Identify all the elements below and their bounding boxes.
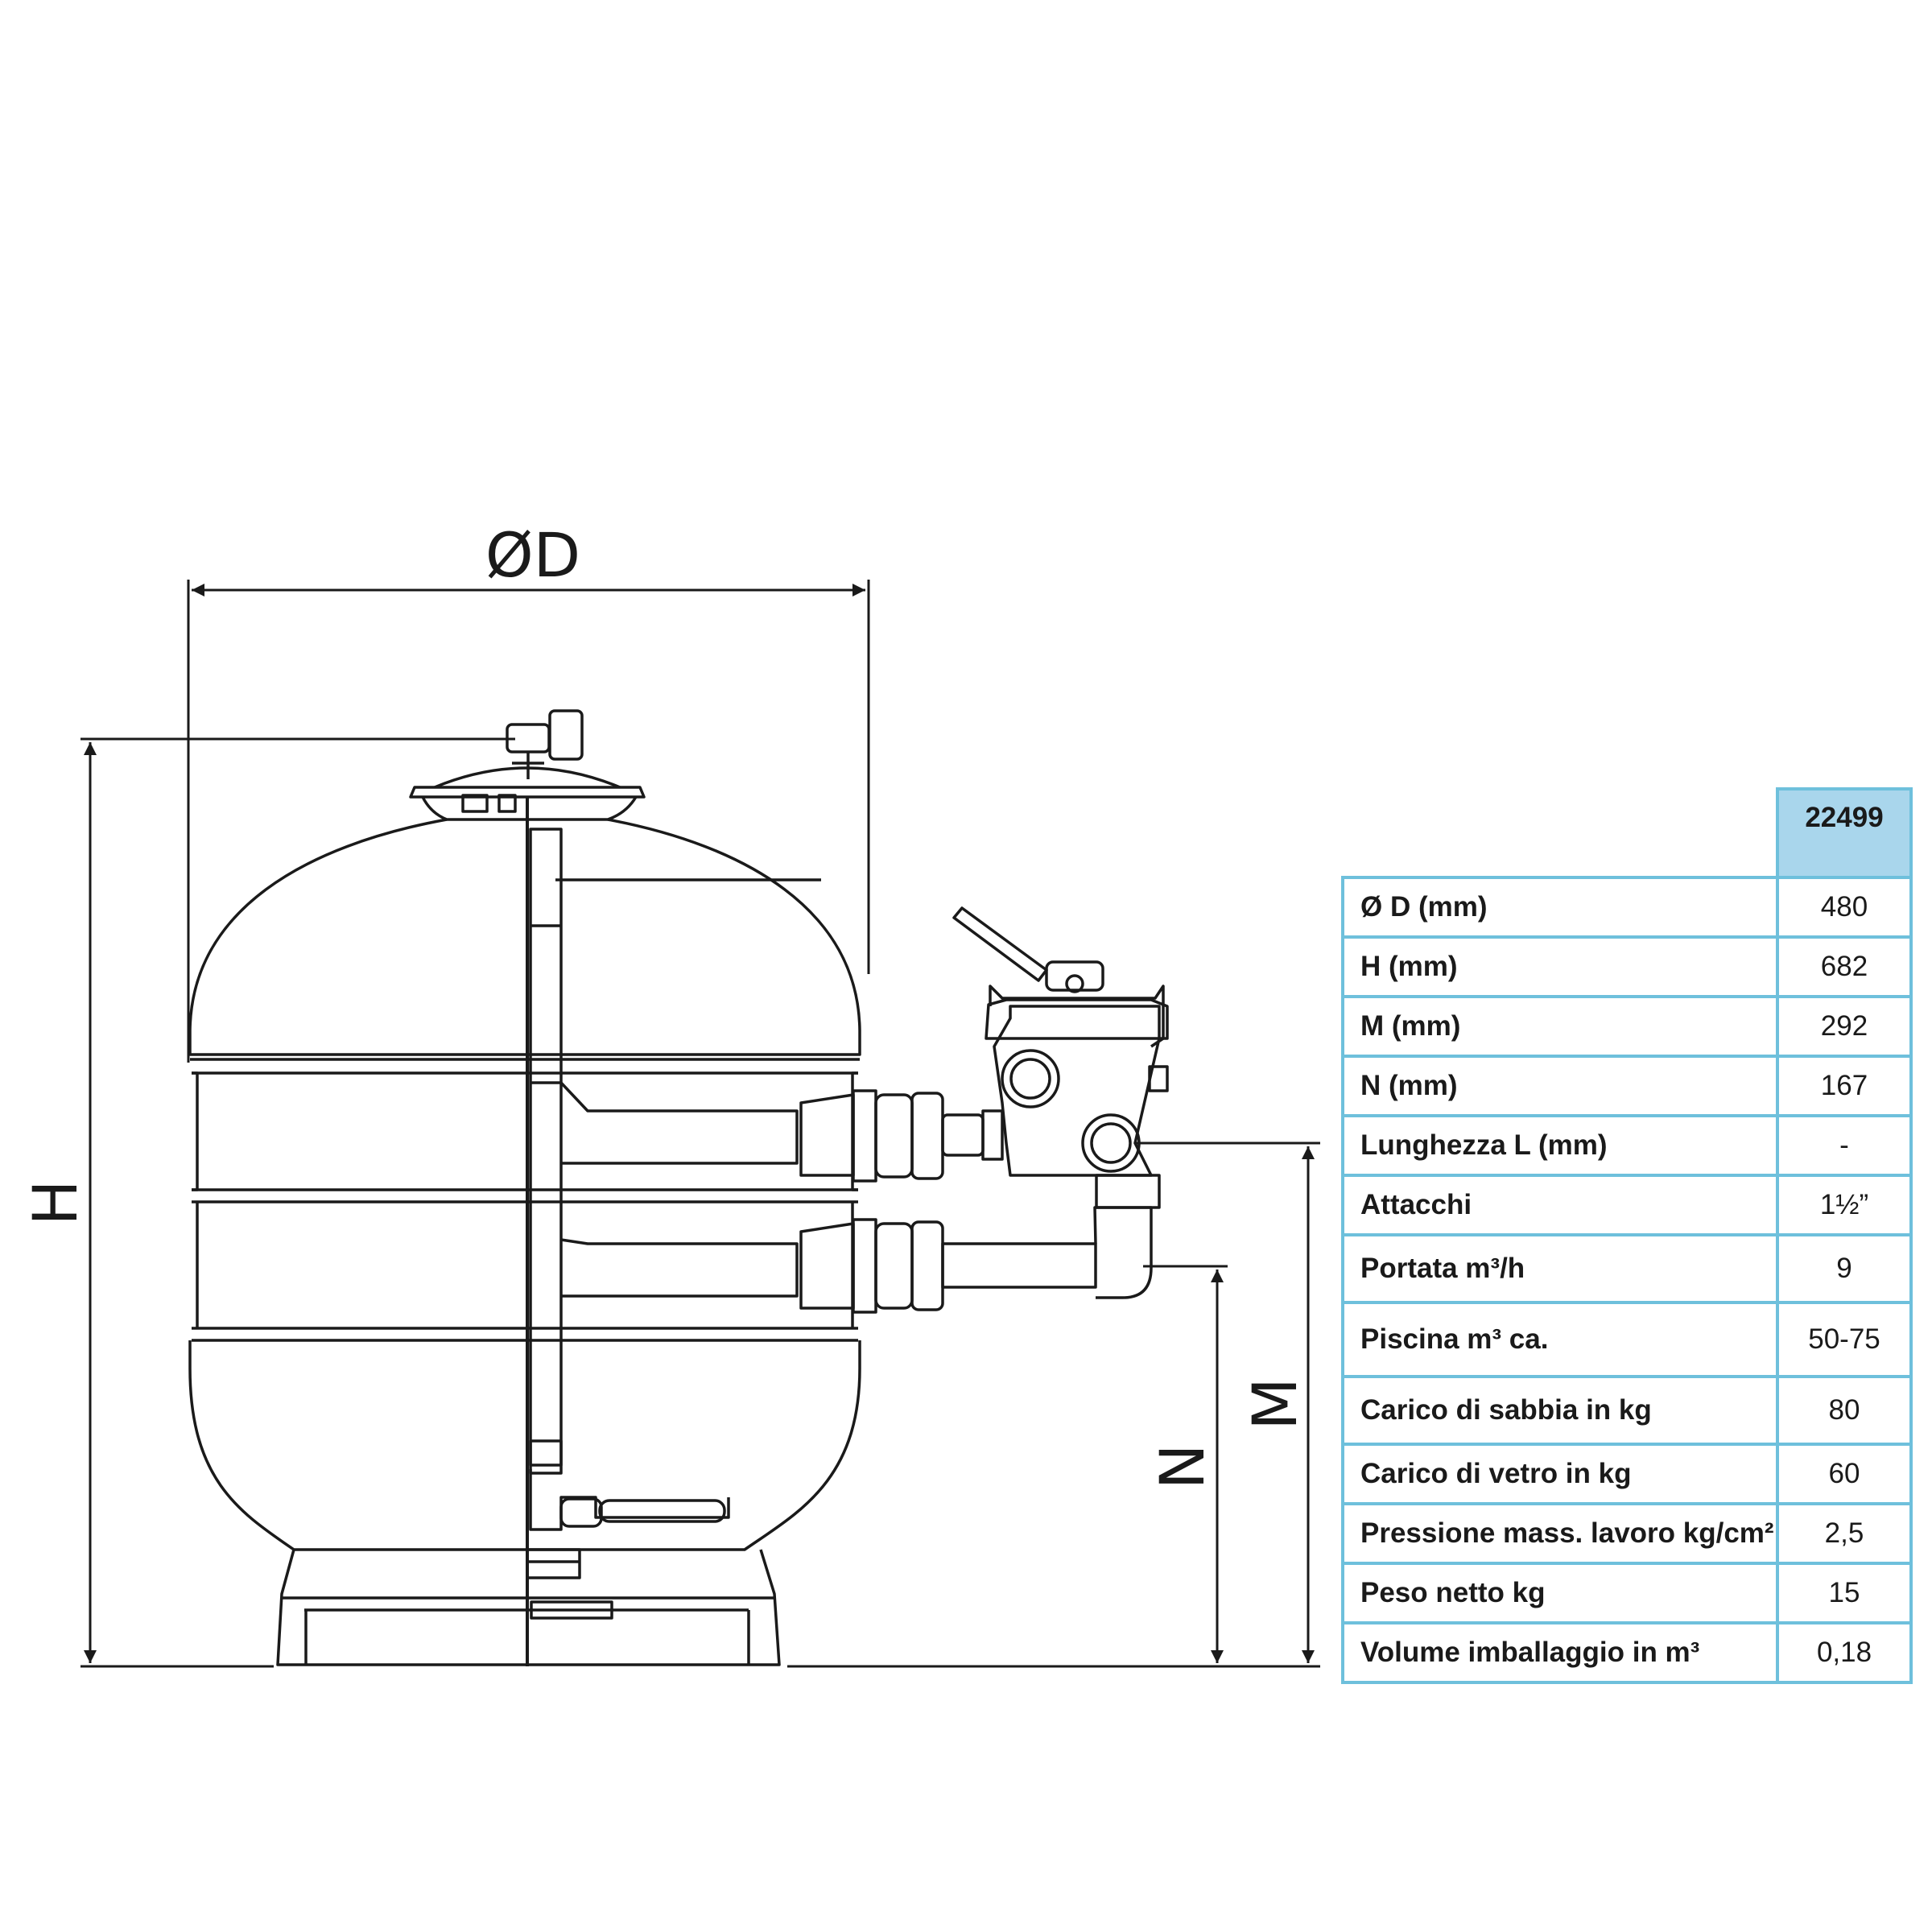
- spec-label: Peso netto kg: [1341, 1562, 1779, 1624]
- lower-side-fitting: [799, 1222, 855, 1310]
- tank-lid: [409, 786, 646, 799]
- spec-value: 480: [1776, 876, 1913, 939]
- spec-row: Carico di sabbia in kg 80: [1341, 1375, 1913, 1446]
- n-label: N: [1146, 1444, 1218, 1490]
- spec-table-header: 22499: [1343, 787, 1913, 879]
- dimension-lines: [80, 580, 1320, 1668]
- dimension-labels: ØD H M N: [19, 519, 1311, 1489]
- spec-label: Carico di vetro in kg: [1341, 1443, 1779, 1505]
- valve-handle-icon: [952, 906, 1048, 982]
- diameter-label: ØD: [485, 519, 580, 591]
- spec-label: Piscina m³ ca.: [1341, 1301, 1779, 1378]
- spec-value: -: [1776, 1114, 1913, 1177]
- spec-row: Piscina m³ ca. 50-75: [1341, 1301, 1913, 1378]
- spec-label: Volume imballaggio in m³: [1341, 1621, 1779, 1684]
- spec-value: 0,18: [1776, 1621, 1913, 1684]
- spec-row: N (mm) 167: [1341, 1055, 1913, 1117]
- spec-row: Volume imballaggio in m³ 0,18: [1341, 1621, 1913, 1684]
- spec-row: H (mm) 682: [1341, 935, 1913, 998]
- spec-label: Attacchi: [1341, 1174, 1779, 1236]
- valve-elbow: [1093, 1206, 1153, 1299]
- tank-mid-body: [192, 1071, 858, 1191]
- pressure-gauge-icon: [548, 709, 584, 761]
- tank-lower-dome: [188, 1340, 861, 1551]
- spec-value: 60: [1776, 1443, 1913, 1505]
- spec-label: M (mm): [1341, 995, 1779, 1058]
- spec-value: 50-75: [1776, 1301, 1913, 1378]
- height-label: H: [19, 1179, 91, 1225]
- spec-value: 2,5: [1776, 1502, 1913, 1565]
- upper-inner-pipe: [559, 1081, 799, 1165]
- spec-label: Portata m³/h: [1341, 1233, 1779, 1304]
- spec-label: N (mm): [1341, 1055, 1779, 1117]
- upper-side-fitting: [799, 1093, 855, 1177]
- spec-row: M (mm) 292: [1341, 995, 1913, 1058]
- drain-pipe: [598, 1499, 726, 1523]
- valve-port-left: [1001, 1049, 1060, 1108]
- spec-value: 15: [1776, 1562, 1913, 1624]
- spec-table: 22499 Ø D (mm) 480 H (mm) 682 M (mm) 292…: [1341, 787, 1913, 1684]
- valve-cover: [985, 998, 1169, 1040]
- spec-row: Pressione mass. lavoro kg/cm² 2,5: [1341, 1502, 1913, 1565]
- spec-label: Ø D (mm): [1341, 876, 1779, 939]
- spec-row: Attacchi 1½”: [1341, 1174, 1913, 1236]
- spec-value: 9: [1776, 1233, 1913, 1304]
- filter-tank: [188, 709, 1169, 1666]
- lower-lateral: [529, 1469, 730, 1531]
- multiport-valve-body: [993, 1005, 1161, 1177]
- tank-neck: [421, 796, 638, 821]
- spec-value: 1½”: [1776, 1174, 1913, 1236]
- spec-row: Peso netto kg 15: [1341, 1562, 1913, 1624]
- spec-value: 292: [1776, 995, 1913, 1058]
- spec-row: Ø D (mm) 480: [1341, 876, 1913, 939]
- spec-value: 80: [1776, 1375, 1913, 1446]
- m-label: M: [1239, 1377, 1311, 1430]
- spec-row: Lunghezza L (mm) -: [1341, 1114, 1913, 1177]
- spec-header-blank: [1343, 789, 1777, 877]
- central-standpipe: [529, 828, 563, 1467]
- spec-model-number: 22499: [1776, 787, 1913, 879]
- spec-label: H (mm): [1341, 935, 1779, 998]
- tank-upper-dome: [188, 818, 861, 1056]
- lower-inner-pipe: [560, 1238, 799, 1298]
- spec-value: 682: [1776, 935, 1913, 998]
- spec-label: Carico di sabbia in kg: [1341, 1375, 1779, 1446]
- spec-row: Carico di vetro in kg 60: [1341, 1443, 1913, 1505]
- valve-port-right: [1081, 1113, 1141, 1173]
- spec-label: Lunghezza L (mm): [1341, 1114, 1779, 1177]
- spec-value: 167: [1776, 1055, 1913, 1117]
- spec-row: Portata m³/h 9: [1341, 1233, 1913, 1304]
- spec-label: Pressione mass. lavoro kg/cm²: [1341, 1502, 1779, 1565]
